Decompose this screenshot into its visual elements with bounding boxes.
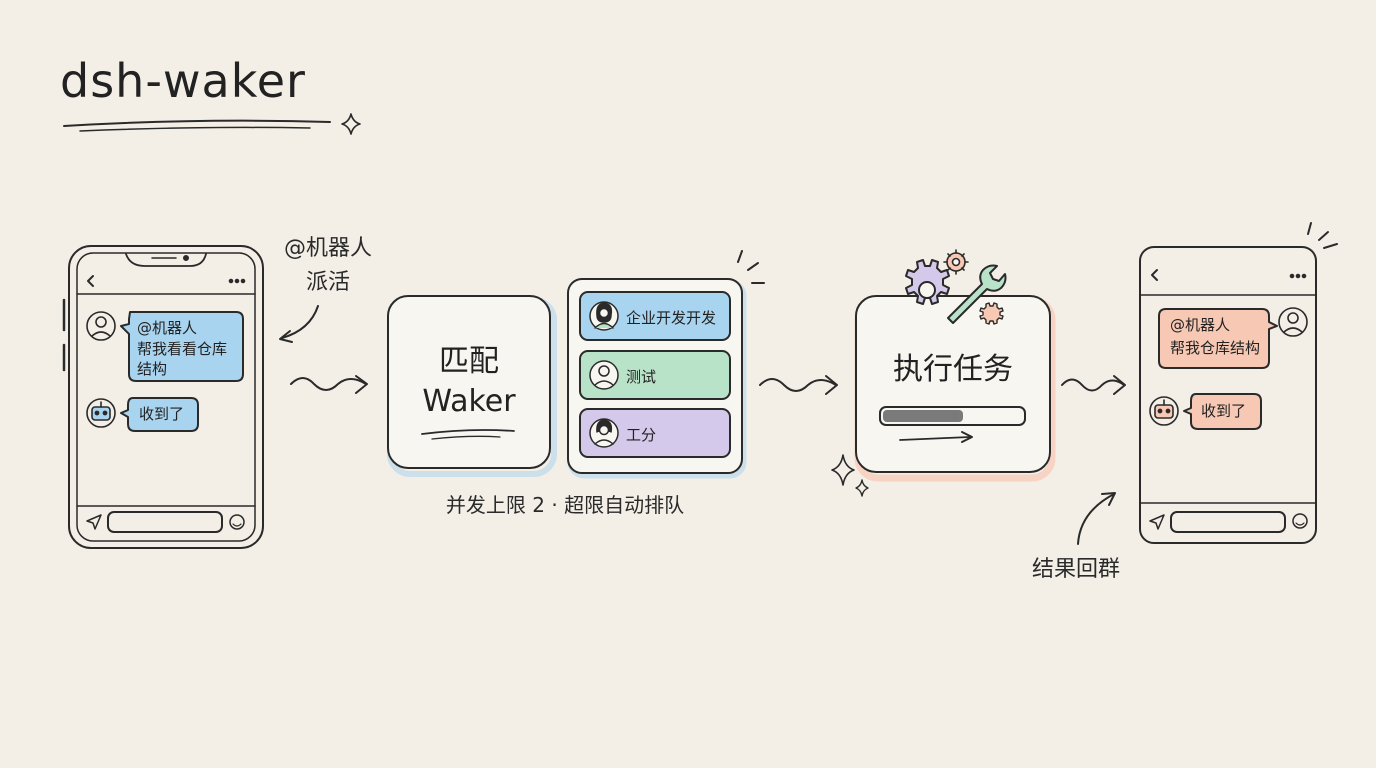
- waker-label: Waker: [422, 384, 516, 419]
- wave-arrow-3: [1061, 378, 1125, 392]
- user-avatar-icon: [86, 311, 116, 341]
- sparkle-icon: [341, 113, 361, 135]
- waker-avatar-icon: [589, 360, 619, 390]
- label-arrow: [281, 305, 319, 339]
- match-card: [387, 295, 557, 477]
- waker-item-label: 工分: [626, 426, 657, 444]
- wrench-icon: [947, 264, 1007, 324]
- smile-icon: [1292, 513, 1308, 529]
- result-arrow: [1077, 493, 1115, 545]
- waker-item-label: 测试: [626, 368, 657, 386]
- page-title: dsh-waker: [60, 54, 306, 108]
- send-icon: [86, 514, 102, 530]
- dispatch-label: 派活: [305, 270, 350, 295]
- left-user-message-line-2: 帮我看看仓库: [137, 340, 228, 358]
- back-chevron-icon: [87, 275, 94, 287]
- waker-item-label: 企业开发开发: [626, 309, 717, 327]
- wave-arrow-2: [759, 378, 837, 392]
- title-underline: [63, 119, 331, 132]
- waker-avatar-icon: [589, 301, 619, 331]
- right-user-message-line-2: 帮我仓库结构: [1170, 339, 1261, 357]
- smile-icon: [229, 514, 245, 530]
- robot-avatar-icon: [1149, 396, 1179, 426]
- result-back-label: 结果回群: [1031, 557, 1120, 582]
- right-phone: [1139, 246, 1317, 544]
- left-phone: [62, 245, 264, 549]
- waker-list-card: [567, 278, 747, 479]
- user-avatar-icon: [1278, 307, 1308, 337]
- left-user-message-line-1: @机器人: [137, 319, 198, 337]
- concurrency-note: 并发上限 2 · 超限自动排队: [445, 493, 685, 517]
- wave-arrow-1: [290, 377, 367, 391]
- waker-avatar-icon: [589, 418, 619, 448]
- left-user-message-line-3: 结构: [137, 360, 168, 378]
- sparkle-icon: [831, 454, 855, 486]
- at-robot-label: @机器人: [283, 236, 372, 261]
- burst-icon: [1307, 222, 1338, 249]
- gear-icon: [943, 249, 969, 275]
- gear-icon: [979, 302, 1004, 325]
- back-chevron-icon: [1151, 269, 1158, 281]
- execute-label: 执行任务: [893, 352, 1013, 387]
- robot-avatar-icon: [86, 398, 116, 428]
- match-label: 匹配: [439, 344, 499, 379]
- sparkle-icon: [855, 479, 869, 497]
- send-icon: [1149, 514, 1165, 530]
- left-bot-reply: 收到了: [139, 405, 185, 423]
- execute-card: [854, 295, 1056, 482]
- right-bot-reply: 收到了: [1201, 402, 1247, 420]
- right-user-message-line-1: @机器人: [1170, 316, 1231, 334]
- burst-icon: [737, 250, 765, 284]
- gear-icon: [905, 259, 950, 305]
